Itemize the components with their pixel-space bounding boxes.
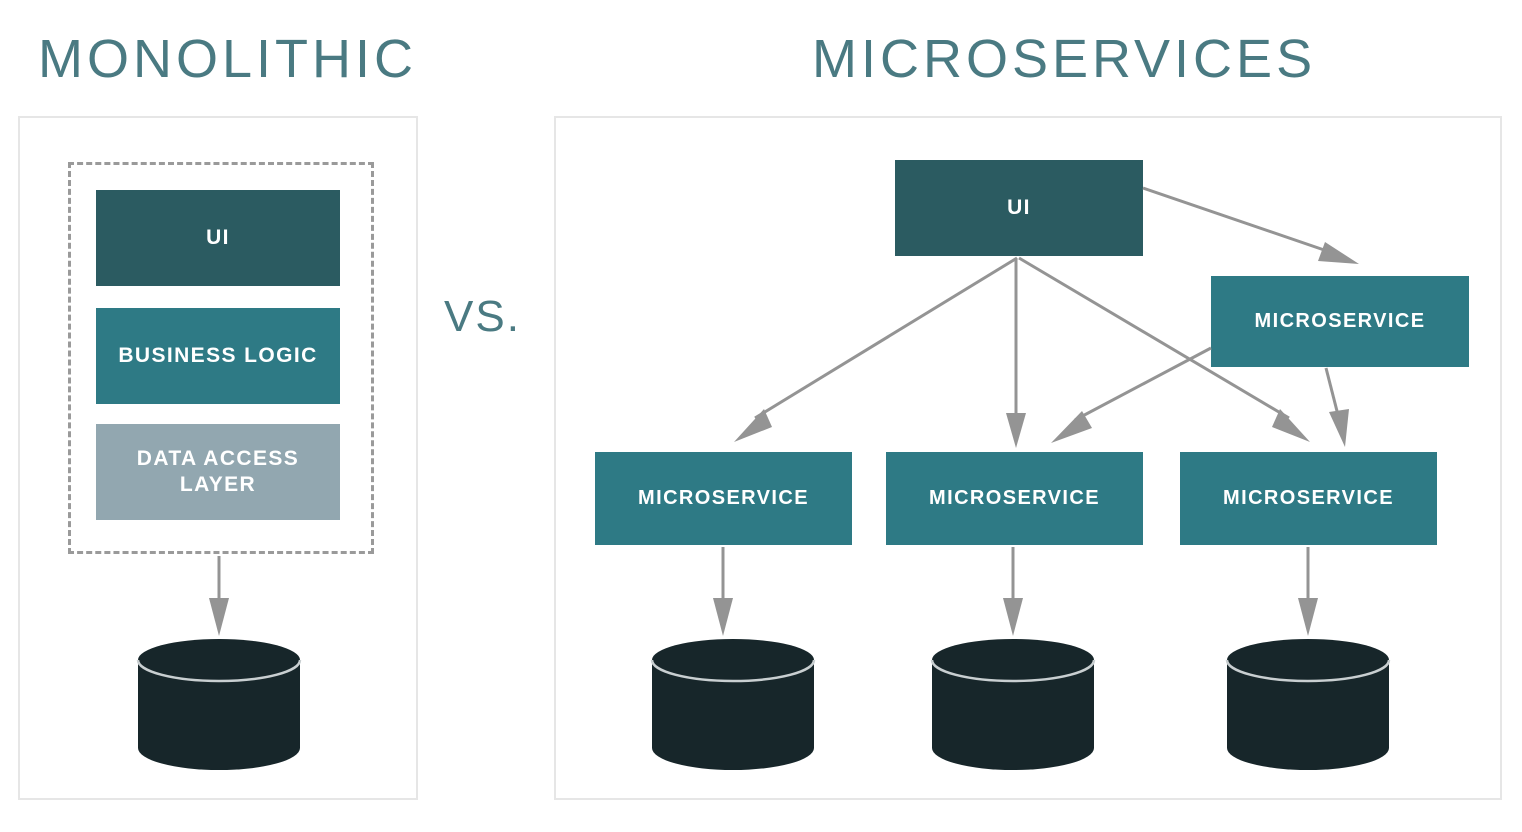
monolith-layer-data-access: DATA ACCESS LAYER [96, 424, 340, 520]
monolith-layer-ui: UI [96, 190, 340, 286]
microservices-title: MICROSERVICES [812, 29, 1317, 89]
microservice-box-right: MICROSERVICE [1211, 276, 1469, 367]
microservice-box-bottom-2: MICROSERVICE [886, 452, 1143, 545]
monolith-boundary [68, 162, 374, 554]
database-cylinder-3 [1225, 638, 1391, 770]
monolithic-title: MONOLITHIC [38, 29, 418, 89]
microservice-box-bottom-3: MICROSERVICE [1180, 452, 1437, 545]
microservices-ui-box: UI [895, 160, 1143, 256]
microservice-box-bottom-1: MICROSERVICE [595, 452, 852, 545]
versus-label: VS. [444, 292, 521, 341]
database-cylinder-1 [650, 638, 816, 770]
database-cylinder-monolith [136, 638, 302, 770]
database-cylinder-2 [930, 638, 1096, 770]
monolith-layer-business-logic: BUSINESS LOGIC [96, 308, 340, 404]
